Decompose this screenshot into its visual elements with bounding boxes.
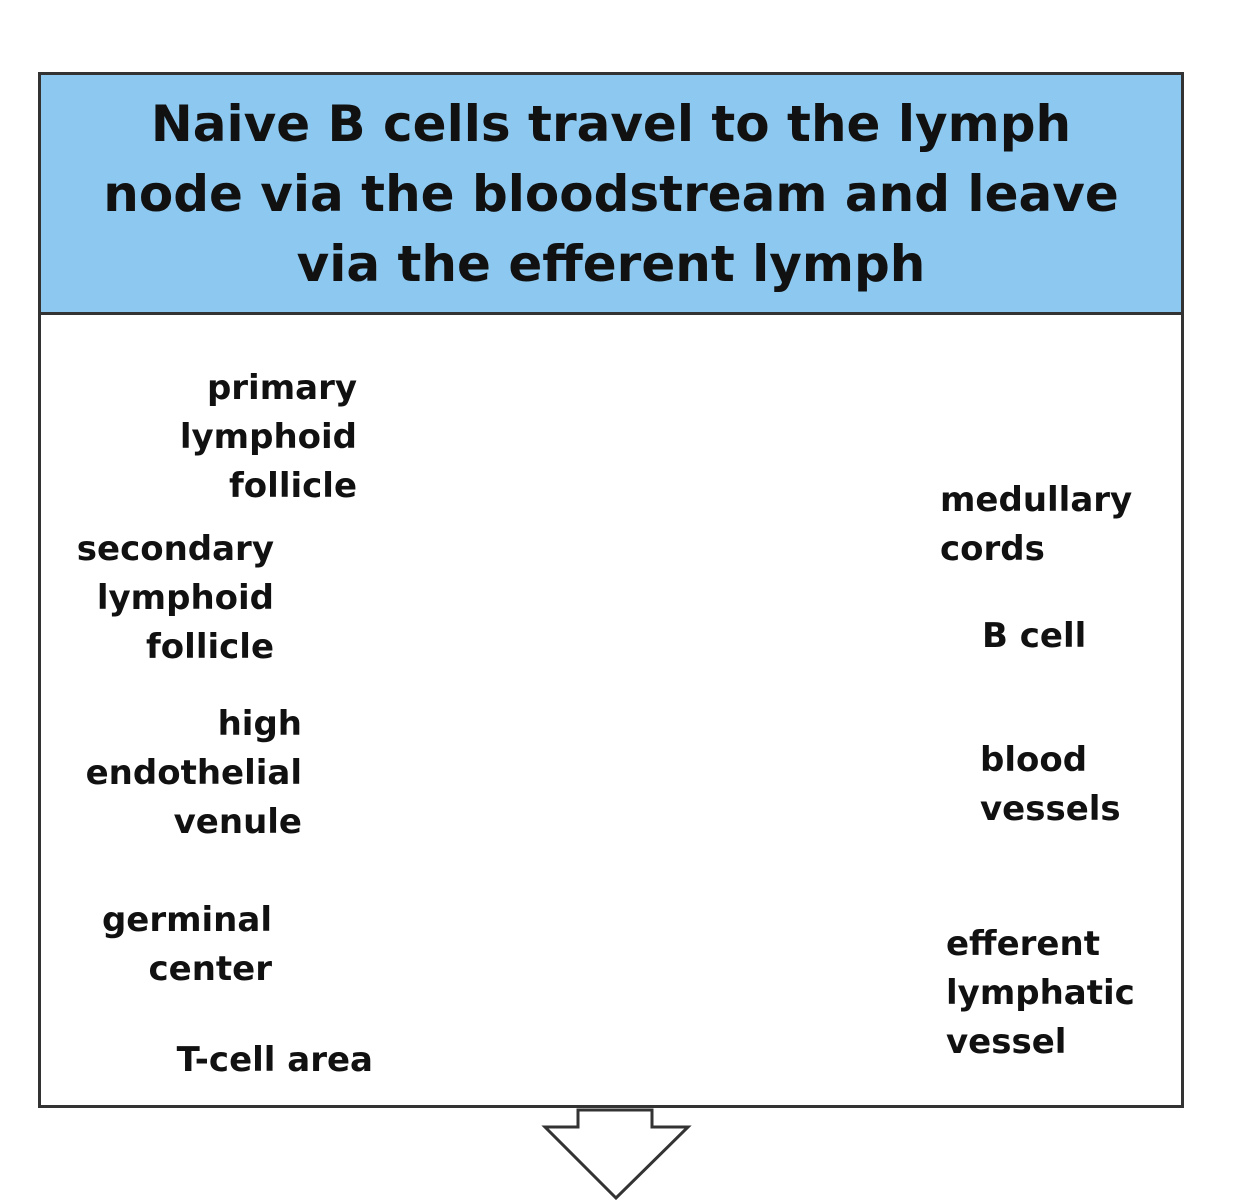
label-high-endothelial-venule: high endothelial venule (85, 704, 302, 842)
label-efferent-lymphatic-vessel: efferent lymphatic vessel (946, 924, 1135, 1062)
label-secondary-lymphoid-follicle: secondary lymphoid follicle (76, 529, 274, 667)
figure-frame: Naive B cells travel to the lymph node v… (38, 72, 1184, 1108)
title-banner: Naive B cells travel to the lymph node v… (41, 75, 1181, 315)
label-primary-lymphoid-follicle: primary lymphoid follicle (179, 368, 357, 506)
figure-title: Naive B cells travel to the lymph node v… (103, 94, 1119, 293)
label-b-cell: B cell (982, 616, 1087, 656)
next-step-arrow (541, 1108, 692, 1200)
label-medullary-cords: medullary cords (940, 480, 1133, 569)
label-t-cell-area: T-cell area (176, 1040, 373, 1080)
label-blood-vessels: blood vessels (980, 740, 1121, 829)
label-germinal-center: germinal center (101, 900, 272, 989)
